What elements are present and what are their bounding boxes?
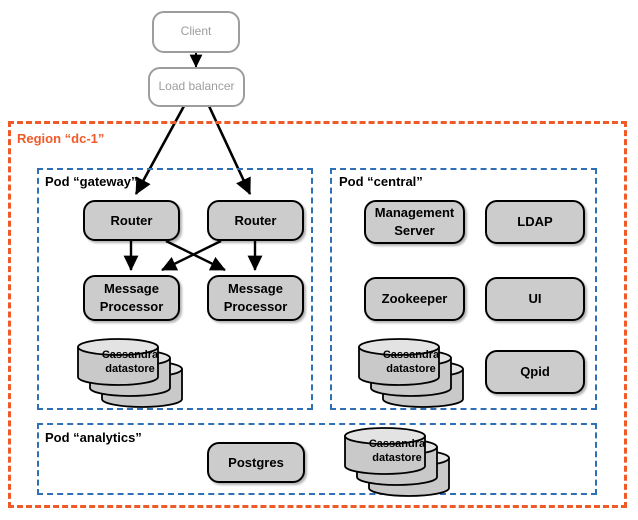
pod-gateway-label: Pod “gateway”: [45, 174, 138, 189]
component-cassandra-central[interactable]: Cassandra datastore: [358, 338, 483, 408]
component-qpid[interactable]: Qpid: [485, 350, 585, 394]
component-cassandra-gateway[interactable]: Cassandra datastore: [77, 338, 202, 408]
component-postgres[interactable]: Postgres: [207, 442, 305, 483]
database-stack-icon: [344, 427, 450, 497]
component-message-processor-1-label-line2: Processor: [99, 299, 164, 314]
component-router-2[interactable]: Router: [207, 200, 304, 241]
component-message-processor-1-label-line1: Message: [104, 281, 159, 297]
component-ui[interactable]: UI: [485, 277, 585, 321]
component-cassandra-analytics[interactable]: Cassandra datastore: [344, 427, 469, 497]
pod-analytics-label: Pod “analytics”: [45, 430, 142, 445]
region-dc-1-label: Region “dc-1”: [17, 131, 105, 146]
node-load-balancer[interactable]: Load balancer: [148, 67, 245, 107]
component-message-processor-1[interactable]: Message Processor: [83, 275, 180, 321]
component-management-server-label-line2: Server: [394, 223, 435, 238]
node-load-balancer-label: Load balancer: [158, 79, 235, 94]
pod-central: [330, 168, 597, 410]
component-zookeeper-label: Zookeeper: [381, 291, 448, 307]
component-router-2-label: Router: [234, 212, 277, 228]
node-client[interactable]: Client: [152, 11, 240, 53]
component-router-1-label: Router: [110, 212, 153, 228]
component-management-server-label-line1: Management: [374, 205, 455, 221]
component-qpid-label: Qpid: [520, 364, 550, 380]
component-zookeeper[interactable]: Zookeeper: [364, 277, 465, 321]
component-message-processor-2-label-line2: Processor: [223, 299, 288, 314]
component-postgres-label: Postgres: [228, 454, 284, 470]
component-ldap-label: LDAP: [517, 214, 553, 230]
database-stack-icon: [358, 338, 464, 408]
component-message-processor-2[interactable]: Message Processor: [207, 275, 304, 321]
component-ui-label: UI: [528, 291, 542, 307]
database-stack-icon: [77, 338, 183, 408]
component-router-1[interactable]: Router: [83, 200, 180, 241]
pod-analytics: [37, 423, 597, 495]
region-dc-1: [8, 121, 627, 508]
component-ldap[interactable]: LDAP: [485, 200, 585, 244]
component-message-processor-2-label-line1: Message: [228, 281, 283, 297]
component-management-server[interactable]: Management Server: [364, 200, 465, 244]
node-client-label: Client: [180, 24, 212, 39]
pod-central-label: Pod “central”: [339, 174, 423, 189]
pod-gateway: [37, 168, 313, 410]
